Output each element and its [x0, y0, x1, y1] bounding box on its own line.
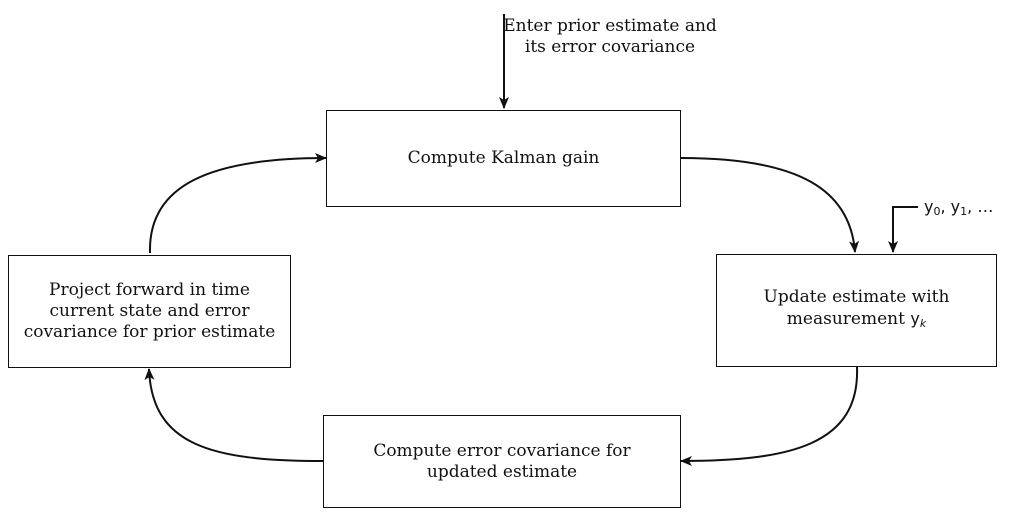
update-estimate-measurement-word: measurement: [786, 309, 905, 329]
measurement-seq-y1: y: [950, 197, 961, 216]
measurement-symbol: yk: [910, 309, 927, 330]
compute-kalman-gain-box: Compute Kalman gain: [326, 110, 681, 207]
measurement-symbol-y: y: [910, 309, 920, 328]
compute-kalman-gain-text: Compute Kalman gain: [407, 148, 600, 168]
update-estimate-line1: Update estimate with: [763, 287, 950, 307]
measurement-sequence-label: y0, y1, …: [924, 196, 1024, 222]
measurement-arrow: [888, 206, 918, 253]
measurement-seq-comma1: ,: [940, 197, 946, 216]
measurement-seq-sub0: 0: [933, 205, 941, 218]
measurement-seq-ellipsis: …: [977, 197, 994, 216]
project-forward-line1: Project forward in time: [49, 280, 250, 300]
project-to-gain-arrow: [148, 153, 327, 254]
project-forward-box: Project forward in time current state an…: [8, 255, 291, 368]
project-forward-line3: covariance for prior estimate: [23, 322, 276, 342]
project-forward-line2: current state and error: [49, 301, 250, 321]
compute-error-covariance-line2: updated estimate: [426, 461, 578, 482]
update-estimate-line2: measurement yk: [764, 308, 950, 334]
measurement-seq-comma2: ,: [967, 197, 973, 216]
input-label-line2: its error covariance: [524, 37, 696, 57]
measurement-subscript-k: k: [919, 317, 927, 330]
compute-error-covariance-line1: Compute error covariance for: [373, 440, 631, 461]
input-label: Enter prior estimate and its error covar…: [500, 16, 720, 58]
covariance-to-project-arrow: [144, 368, 324, 462]
update-estimate-box: Update estimate with measurement yk: [716, 254, 997, 367]
compute-error-covariance-box: Compute error covariance for updated est…: [323, 415, 681, 508]
gain-to-update-arrow: [680, 157, 860, 253]
measurement-seq-sub1: 1: [960, 205, 968, 218]
update-to-covariance-arrow: [680, 366, 859, 466]
input-label-line1: Enter prior estimate and: [503, 16, 717, 36]
measurement-seq-y0: y: [924, 197, 934, 216]
